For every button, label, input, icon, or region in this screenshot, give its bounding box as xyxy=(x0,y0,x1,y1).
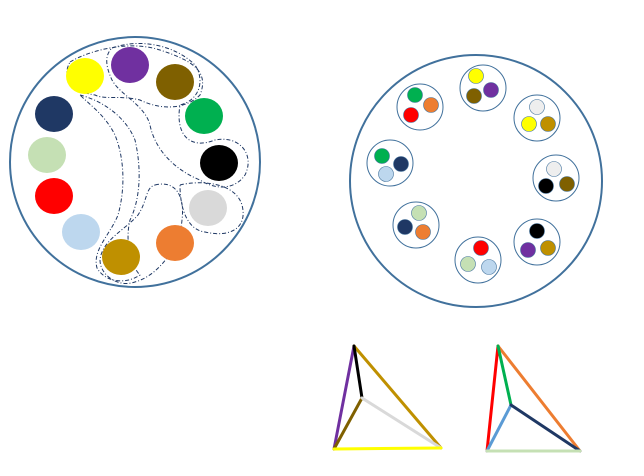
color-dot-navy xyxy=(397,219,413,235)
color-dot-lightgreen xyxy=(411,205,427,221)
color-dot-black xyxy=(538,178,554,194)
tetra-1-edge-black xyxy=(352,344,364,400)
color-dot-lightblue xyxy=(62,214,100,250)
color-group-circle xyxy=(459,64,507,112)
color-dot-olive xyxy=(559,176,575,192)
color-dot-navy xyxy=(35,96,73,132)
tetra-2-edge-midblue xyxy=(485,403,513,453)
color-dot-black xyxy=(529,223,545,239)
tetra-1-edge-lightgray xyxy=(360,396,443,450)
tetra-1-edge-yellow xyxy=(332,446,443,451)
color-dot-yellow xyxy=(468,68,484,84)
color-dot-yellow xyxy=(521,116,537,132)
color-dot-offwhite xyxy=(546,161,562,177)
color-dot-purple xyxy=(483,82,499,98)
color-dot-lightblue xyxy=(481,259,497,275)
color-dot-lightblue xyxy=(378,166,394,182)
color-dot-red xyxy=(35,178,73,214)
color-dot-gold xyxy=(540,240,556,256)
tetra-1-edge-gold xyxy=(352,344,443,450)
color-dot-red xyxy=(403,107,419,123)
color-dot-green xyxy=(407,87,423,103)
color-dot-olive xyxy=(156,64,194,100)
color-dot-green xyxy=(374,148,390,164)
color-dot-lightgreen xyxy=(460,256,476,272)
color-dot-offwhite xyxy=(529,99,545,115)
tetra-2-edge-red xyxy=(485,344,500,453)
color-dot-yellow xyxy=(66,58,104,94)
color-dot-purple xyxy=(520,242,536,258)
color-dot-red xyxy=(473,240,489,256)
color-dot-gold xyxy=(540,116,556,132)
color-dot-orange xyxy=(156,225,194,261)
tetra-2-edge-orange xyxy=(496,344,582,453)
color-dot-navy xyxy=(393,156,409,172)
right-ring xyxy=(349,54,603,308)
color-dot-gold xyxy=(102,239,140,275)
dashed-group xyxy=(106,42,249,188)
tetra-2-edge-navy xyxy=(509,403,582,453)
color-dot-black xyxy=(200,145,238,181)
left-ring xyxy=(9,36,261,288)
color-dot-green xyxy=(185,98,223,134)
color-dot-lightgray xyxy=(189,190,227,226)
tetra-2-edge-green xyxy=(496,344,513,407)
tetra-1-edge-purple xyxy=(332,344,356,451)
dashed-group xyxy=(99,183,184,284)
color-dot-orange xyxy=(415,224,431,240)
color-dot-orange xyxy=(423,97,439,113)
tetra-1-edge-olive xyxy=(332,396,364,451)
color-dot-lightgreen xyxy=(28,137,66,173)
dashed-group xyxy=(78,94,141,282)
color-dot-purple xyxy=(111,47,149,83)
color-dot-olive xyxy=(466,88,482,104)
dashed-group xyxy=(66,45,203,108)
